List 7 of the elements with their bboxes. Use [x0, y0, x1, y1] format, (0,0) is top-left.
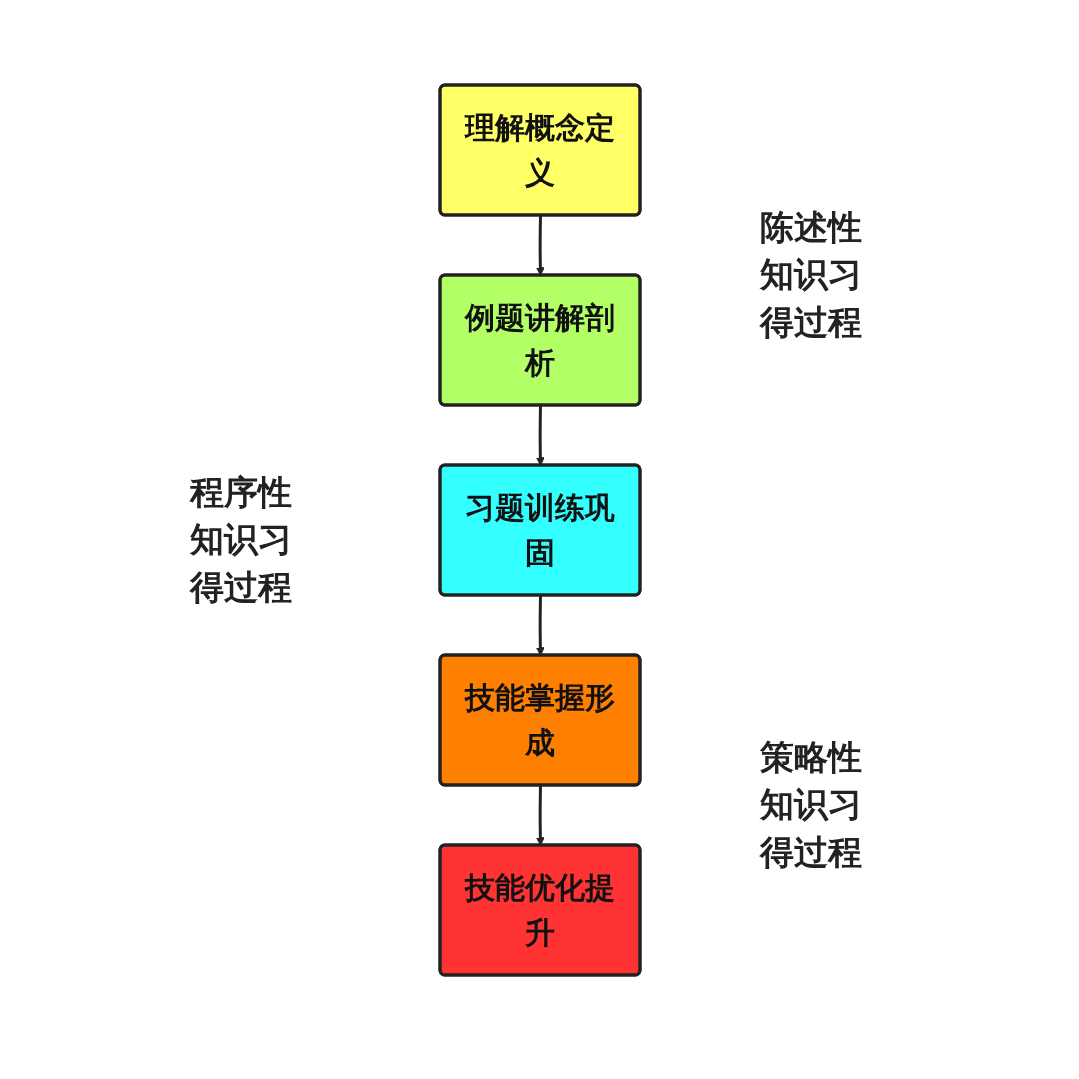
brace-label: 策略性知识习得过程	[758, 735, 863, 874]
arrow	[535, 215, 545, 276]
arrow	[535, 785, 545, 846]
brace-label: 程序性知识习得过程	[188, 470, 293, 609]
brace-label: 陈述性知识习得过程	[758, 205, 863, 344]
arrow	[535, 595, 545, 656]
arrow	[535, 405, 545, 466]
